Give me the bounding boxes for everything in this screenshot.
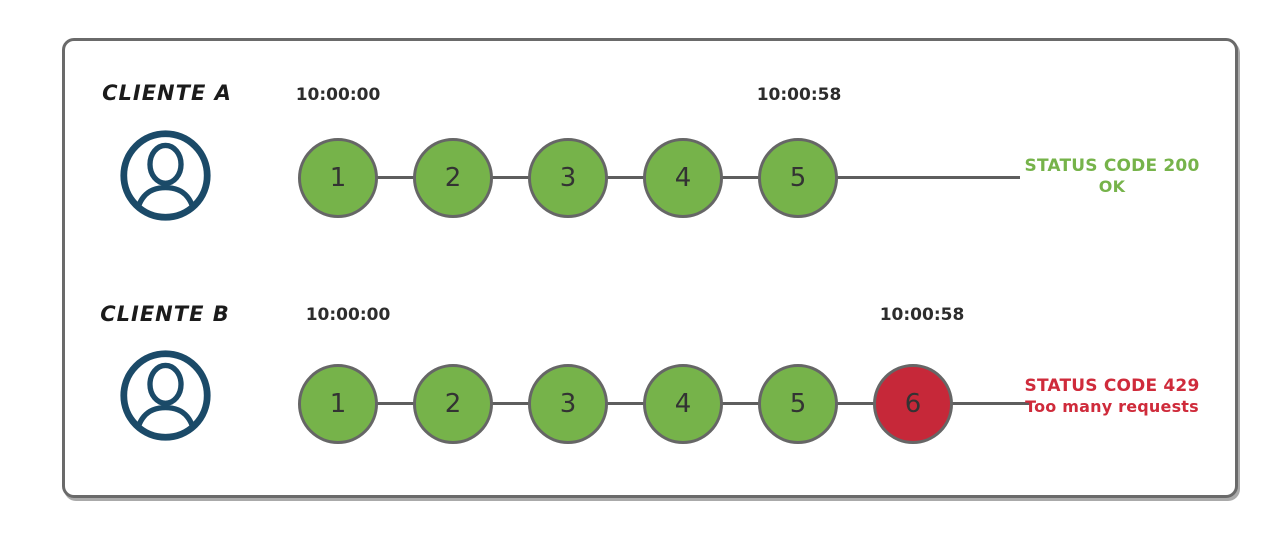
client-b-status: STATUS CODE 429 Too many requests bbox=[1024, 375, 1200, 418]
client-a-label: CLIENTE A bbox=[102, 81, 232, 105]
client-a-status: STATUS CODE 200 OK bbox=[1024, 155, 1200, 198]
request-circle: 6 bbox=[873, 364, 953, 444]
client-b-end-time: 10:00:58 bbox=[879, 305, 965, 325]
user-circle-icon bbox=[117, 347, 214, 444]
request-circle: 4 bbox=[643, 364, 723, 444]
request-circle: 3 bbox=[528, 138, 608, 218]
request-circle: 5 bbox=[758, 138, 838, 218]
request-circle: 1 bbox=[298, 364, 378, 444]
request-circle: 5 bbox=[758, 364, 838, 444]
status-message-text: OK bbox=[1098, 177, 1126, 197]
client-b-label: CLIENTE B bbox=[100, 302, 230, 326]
request-circle: 2 bbox=[413, 138, 493, 218]
status-code-text: STATUS CODE 200 bbox=[1024, 156, 1200, 176]
request-circle: 2 bbox=[413, 364, 493, 444]
status-message-text: Too many requests bbox=[1025, 397, 1199, 417]
client-a-start-time: 10:00:00 bbox=[295, 85, 381, 105]
request-circle: 3 bbox=[528, 364, 608, 444]
client-b-start-time: 10:00:00 bbox=[305, 305, 391, 325]
status-code-text: STATUS CODE 429 bbox=[1024, 376, 1200, 396]
request-circle: 4 bbox=[643, 138, 723, 218]
request-circle: 1 bbox=[298, 138, 378, 218]
user-circle-icon bbox=[117, 127, 214, 224]
client-a-end-time: 10:00:58 bbox=[756, 85, 842, 105]
